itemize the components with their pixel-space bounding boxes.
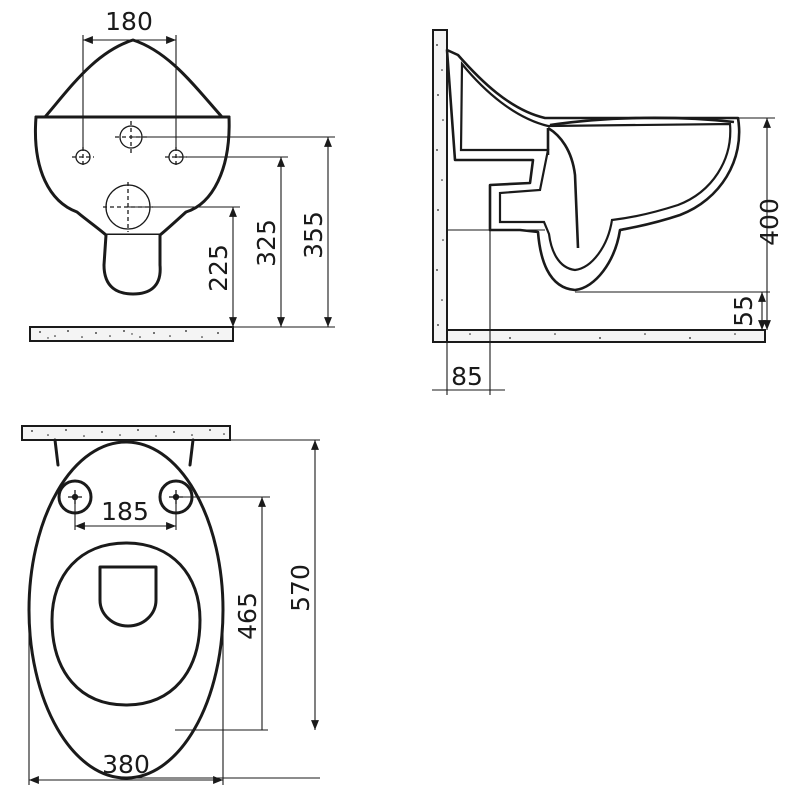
dim-label-180: 180 — [105, 7, 153, 36]
dim-label-400: 400 — [755, 198, 784, 246]
dim-label-325: 325 — [252, 219, 281, 267]
bowl-inner-outline — [50, 541, 202, 707]
bowl-top-outline — [27, 440, 225, 780]
bowl-section-hatched — [445, 48, 741, 292]
wall — [432, 29, 448, 343]
trap-divider — [547, 126, 580, 249]
dim-label-185: 185 — [101, 497, 149, 526]
bowl-front-outline — [33, 115, 231, 237]
top-wall-slab — [21, 425, 231, 441]
wall-connector-right — [188, 438, 195, 467]
side-floor — [446, 329, 766, 343]
side-view: 400 55 85 — [432, 29, 784, 395]
dim-label-55: 55 — [729, 295, 758, 327]
floor-speckle — [39, 330, 219, 339]
drain-opening-top — [98, 565, 158, 628]
top-view: 185 465 570 380 — [21, 425, 320, 785]
wall-connector-left — [53, 438, 60, 467]
wall-speckle — [436, 44, 736, 339]
rim-lip — [549, 116, 735, 127]
outlet-spigot — [102, 233, 162, 296]
bowl-inner-cavity — [459, 60, 732, 272]
dim-label-85: 85 — [451, 362, 483, 391]
top-wall-speckle — [31, 429, 225, 437]
dim-label-225: 225 — [204, 244, 233, 292]
dim-label-570: 570 — [286, 564, 315, 612]
dim-label-465: 465 — [233, 592, 262, 640]
dim-label-355: 355 — [299, 211, 328, 259]
dim-label-380: 380 — [102, 750, 150, 779]
seat-dome — [43, 38, 224, 119]
front-view: 180 225 325 355 — [29, 7, 335, 342]
